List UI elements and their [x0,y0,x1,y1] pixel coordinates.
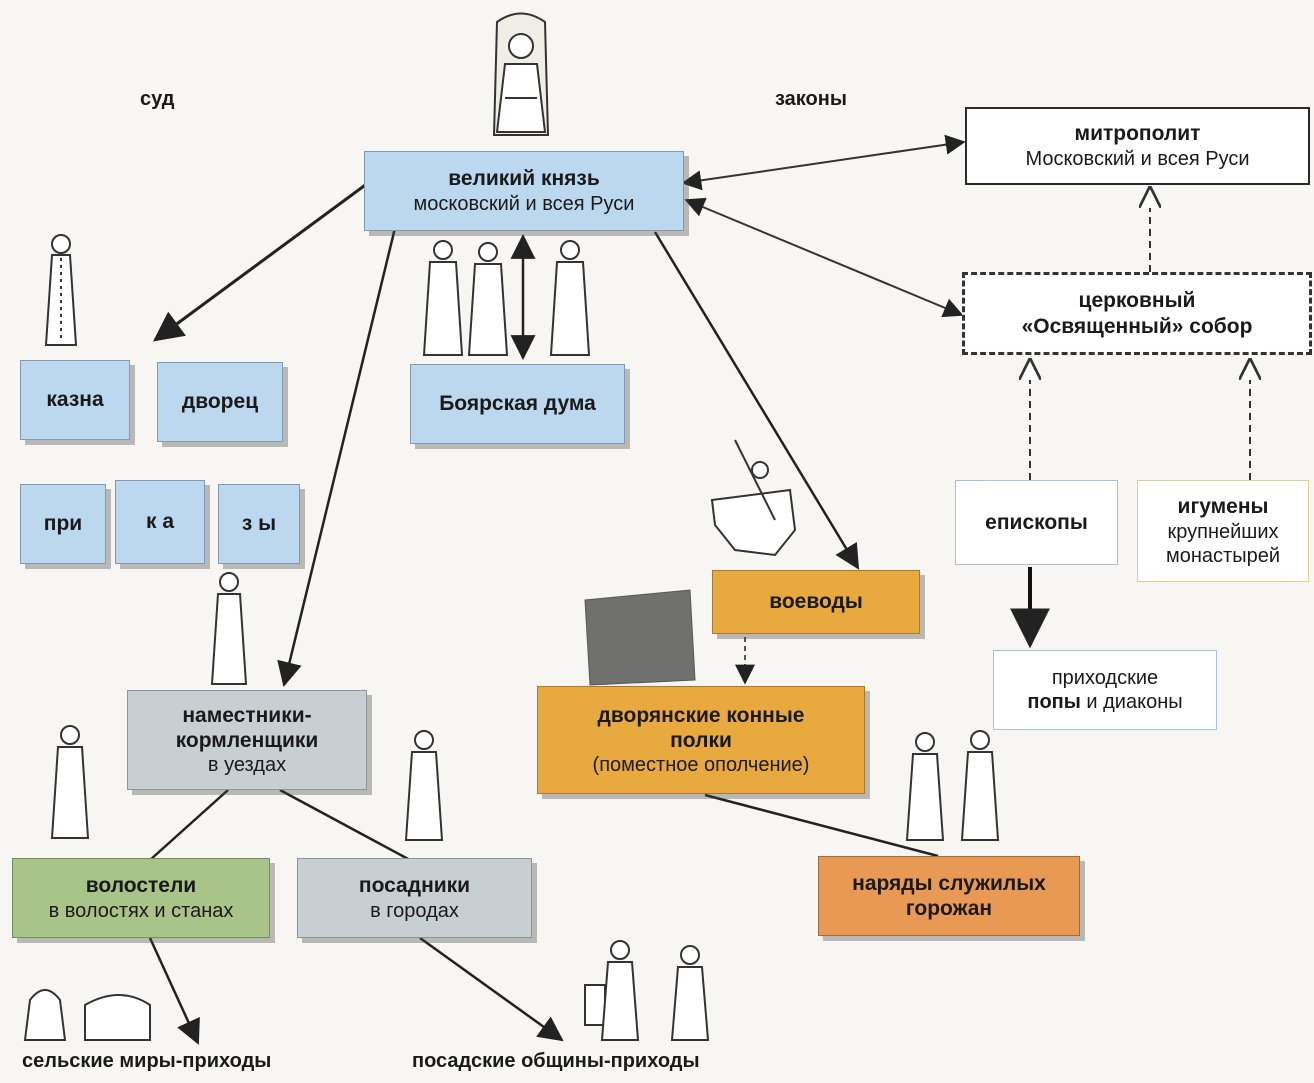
grand-prince-subtitle: московский и всея Руси [413,192,635,215]
horseman-figure [710,439,797,557]
posadnik-figure [404,730,444,841]
grand-prince-title: великий князь [448,167,600,191]
prikazy-part-2: к а [145,510,175,534]
label-posad-communities: посадские общины-приходы [412,1050,700,1072]
peasants-figure [23,989,151,1041]
label-rural-communities: сельские миры-приходы [22,1050,272,1072]
box-metropolitan: митрополит Московский и всея Руси [965,107,1310,185]
arrow-posadniki-to-posad [419,936,564,1042]
arrow-prince-to-namestniki [277,227,397,688]
line-namestniki-to-volosteli [149,789,229,861]
box-grand-prince: великий князь московский и всея Руси [364,151,684,231]
namestniki-line3: в уездах [207,754,287,777]
box-naryady: наряды служилых горожан [818,856,1080,936]
box-kazna: казна [20,360,130,440]
dvorets-label: дворец [181,390,259,414]
episkopy-label: епископы [985,510,1088,534]
duma-boyars-figure [422,240,591,356]
box-prikazy-3: з ы [218,484,300,564]
namestniki-line2: кормленщики [175,729,319,752]
box-prikazy-1: при [20,484,106,564]
boyar-figure [44,234,78,346]
naryady-line2: горожан [905,897,993,920]
box-prihodskie: приходские попы и диаконы [993,650,1217,730]
townsfolk-figure [584,940,710,1041]
metropolitan-subtitle: Московский и всея Руси [1025,147,1250,170]
igumeny-line3: монастырей [1166,544,1280,567]
label-zakony: законы [775,88,847,110]
prihodskie-rest: и диаконы [1080,691,1183,713]
box-episkopy: епископы [955,480,1118,565]
box-posadniki: посадники в городах [297,858,532,938]
official-figure [210,572,248,685]
namestniki-line1: наместники- [182,703,312,727]
sobor-line1: церковный [1078,289,1196,313]
volostel-figure [50,725,90,839]
box-igumeny: игумены крупнейших монастырей [1137,480,1309,582]
posadniki-title: посадники [358,874,471,898]
posadniki-subtitle: в городах [370,899,459,922]
volosteli-subtitle: в волостях и станах [48,899,234,922]
metropolitan-title: митрополит [1074,122,1201,146]
prikazy-part-1: при [43,512,83,536]
dvoryanskie-line2: полки [670,729,732,752]
naryady-line1: наряды служилых [852,871,1046,895]
igumeny-line2: крупнейших [1167,520,1279,543]
townsmen-figure [905,730,1000,841]
dvoryanskie-line1: дворянские конные [597,703,805,727]
arrow-prince-sobor [684,197,964,318]
prihodskie-bold: попы [1027,691,1081,713]
voevody-label: воеводы [769,590,863,614]
sobor-line2: «Освященный» собор [1021,314,1253,338]
box-voevody: воеводы [712,570,920,634]
arrow-prince-to-kazna [152,181,369,342]
duma-label: Боярская дума [439,392,596,416]
grand-prince-throne-figure [492,12,550,136]
prihodskie-line1: приходские [1051,667,1159,689]
line-namestniki-to-posadniki [279,788,411,862]
box-dvorets: дворец [157,362,283,442]
box-boyar-duma: Боярская дума [410,364,625,444]
box-dvoryanskie: дворянские конные полки (поместное ополч… [537,686,865,794]
prikazy-part-3: з ы [241,512,277,536]
volosteli-title: волостели [85,874,197,898]
box-sobor: церковный «Освященный» собор [962,272,1312,355]
label-sud: суд [140,88,175,110]
prihodskie-line2: попы и диаконы [1027,690,1182,714]
cavalry-troop-figure [584,589,696,686]
igumeny-title: игумены [1177,495,1269,519]
line-dvoryanskie-to-naryady [704,793,939,858]
arrow-volosteli-to-rural [148,937,200,1045]
arrow-prince-metropolit [681,134,966,191]
kazna-label: казна [46,388,104,412]
box-volosteli: волостели в волостях и станах [12,858,270,938]
dvoryanskie-line3: (поместное ополчение) [592,754,810,777]
box-prikazy-2: к а [115,480,205,564]
box-namestniki: наместники- кормленщики в уездах [127,690,367,790]
